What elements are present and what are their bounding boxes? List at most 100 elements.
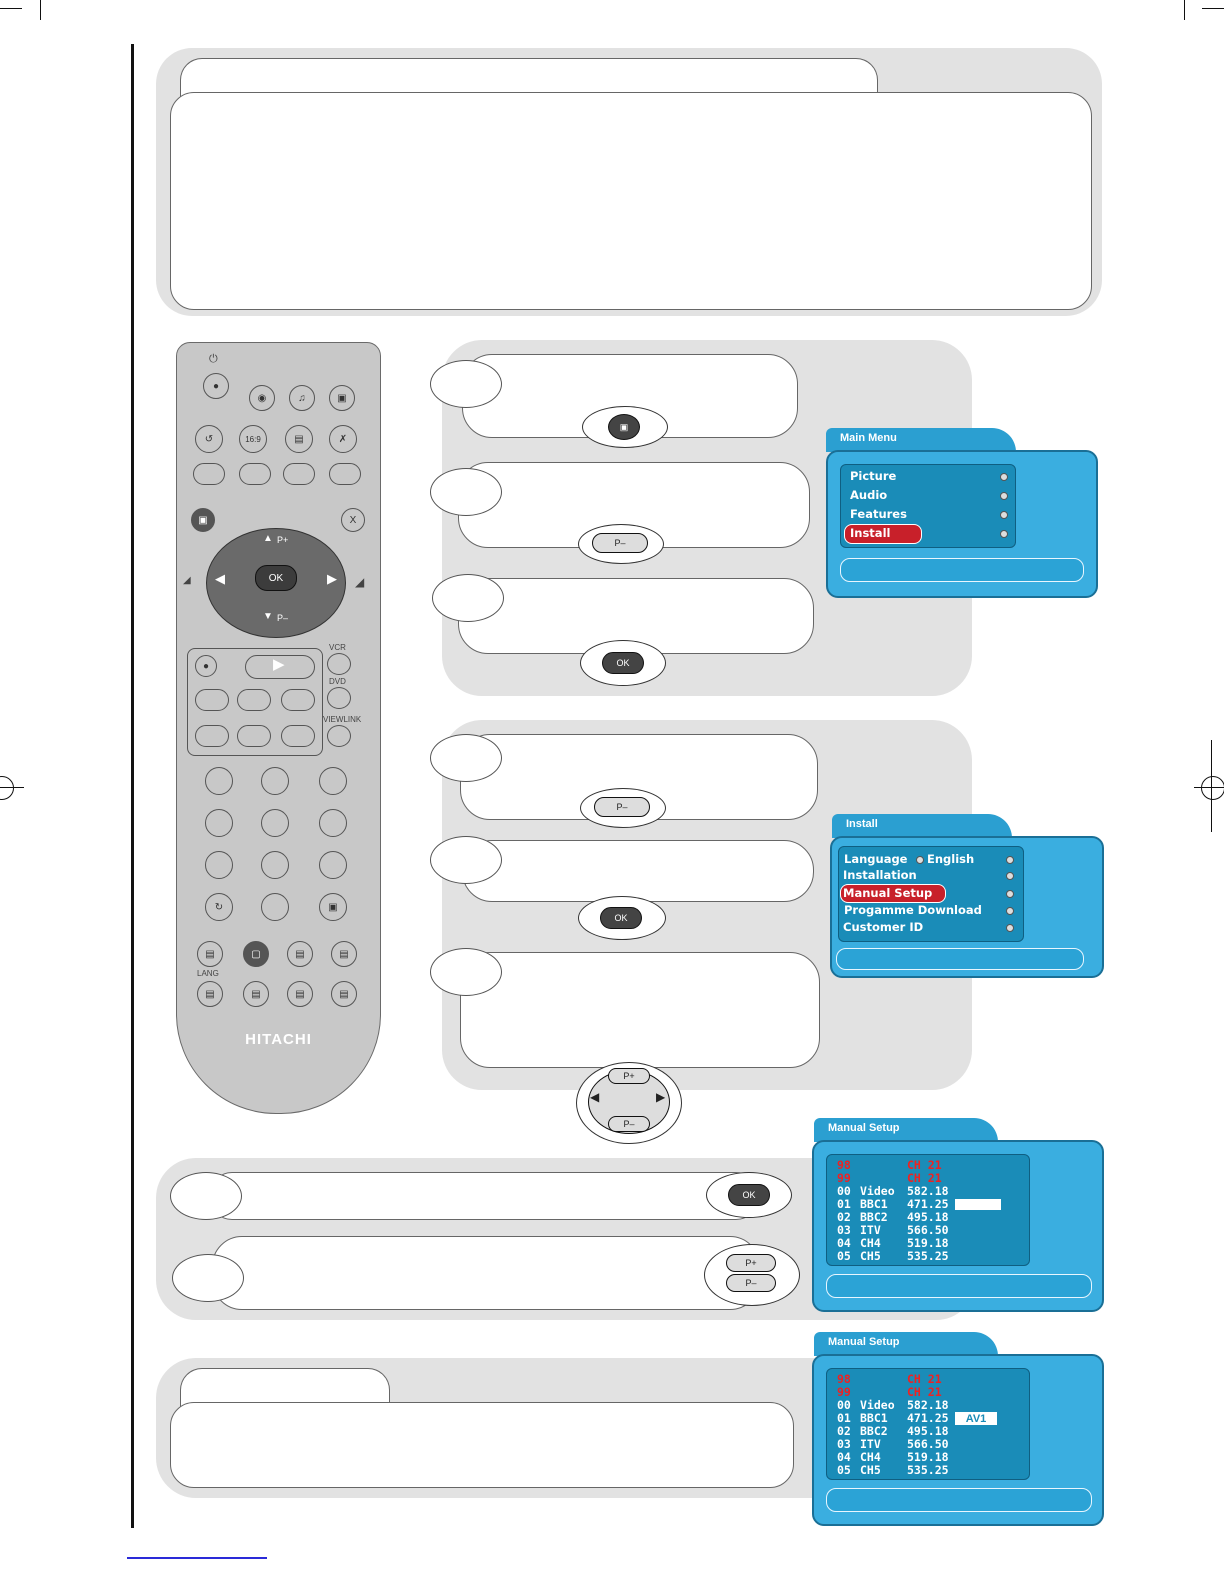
mute-button[interactable]: ✗: [329, 425, 357, 453]
install-item-manual-setup[interactable]: Manual Setup: [843, 886, 933, 900]
guide-button[interactable]: ▤: [285, 425, 313, 453]
channel-num: 03: [837, 1223, 851, 1237]
volume-down-icon: ◢: [183, 575, 191, 586]
number-button[interactable]: [319, 767, 347, 795]
color-button-green[interactable]: [239, 463, 271, 485]
up-key-icon: P+: [726, 1254, 776, 1272]
dvd-mode-button[interactable]: [327, 687, 351, 709]
submenu-arrow-icon: [1006, 924, 1014, 932]
down-key-icon: P–: [726, 1274, 776, 1292]
color-button-blue[interactable]: [329, 463, 361, 485]
book-button[interactable]: ▣: [319, 893, 347, 921]
swap-button[interactable]: ↻: [205, 893, 233, 921]
ok-button[interactable]: OK: [255, 565, 297, 591]
channel-num: 04: [837, 1236, 851, 1250]
channel-name: BBC2: [860, 1424, 888, 1438]
skip-back-button[interactable]: [195, 725, 229, 747]
subtitle-button[interactable]: ▤: [287, 941, 313, 967]
menu-item-features[interactable]: Features: [850, 507, 907, 521]
record-button[interactable]: ●: [195, 655, 217, 677]
right-key-icon: ▶: [656, 1090, 666, 1104]
step-number-circle: [430, 360, 502, 408]
tv-button[interactable]: ▢: [243, 941, 269, 967]
menu-item-install[interactable]: Install: [850, 526, 891, 540]
channel-num: 02: [837, 1210, 851, 1224]
number-button[interactable]: [261, 893, 289, 921]
number-button[interactable]: [261, 809, 289, 837]
manual-setup-title-tab: Manual Setup: [814, 1332, 998, 1356]
step-number-circle: [430, 836, 502, 884]
number-button[interactable]: [205, 767, 233, 795]
index-button[interactable]: ▤: [287, 981, 313, 1007]
number-button[interactable]: [319, 809, 347, 837]
skip-forward-button[interactable]: [281, 725, 315, 747]
channel-freq: 519.18: [907, 1450, 949, 1464]
menu-item-audio[interactable]: Audio: [850, 488, 888, 502]
number-button[interactable]: [319, 851, 347, 879]
input-button[interactable]: ↺: [195, 425, 223, 453]
fast-forward-button[interactable]: [281, 689, 315, 711]
menu-button[interactable]: ▣: [191, 508, 215, 532]
size-button[interactable]: ▤: [331, 981, 357, 1007]
submenu-arrow-icon: [1006, 872, 1014, 880]
channel-freq: 582.18: [907, 1184, 949, 1198]
info-button[interactable]: ▣: [329, 385, 355, 411]
channel-freq: 535.25: [907, 1249, 949, 1263]
exit-button[interactable]: X: [341, 508, 365, 532]
viewlink-mode-button[interactable]: [327, 725, 351, 747]
number-button[interactable]: [205, 851, 233, 879]
color-button-red[interactable]: [193, 463, 225, 485]
channel-freq: CH 21: [907, 1372, 942, 1386]
channel-num: 99: [837, 1385, 851, 1399]
rewind-button[interactable]: [195, 689, 229, 711]
ratio-button[interactable]: 16:9: [239, 425, 267, 453]
step-number-circle: [430, 468, 502, 516]
up-arrow-icon[interactable]: ▲: [263, 533, 273, 544]
left-arrow-icon[interactable]: ◀: [215, 571, 225, 586]
vcr-label: VCR: [329, 643, 346, 652]
text-button[interactable]: ▤: [197, 941, 223, 967]
brand-logo: HITACHI: [245, 1031, 312, 1048]
channel-num: 05: [837, 1249, 851, 1263]
lang-button[interactable]: ▤: [197, 981, 223, 1007]
play-button[interactable]: [245, 655, 315, 679]
lang-label: LANG: [197, 969, 219, 978]
submenu-arrow-icon: [1006, 890, 1014, 898]
channel-name: ITV: [860, 1223, 881, 1237]
pause-button[interactable]: [237, 725, 271, 747]
number-button[interactable]: [205, 809, 233, 837]
install-item-installation[interactable]: Installation: [843, 868, 917, 882]
vcr-mode-button[interactable]: [327, 653, 351, 675]
number-button[interactable]: [261, 851, 289, 879]
install-item-language[interactable]: Language: [844, 852, 908, 866]
remote-control: ⏻ ● ◉ ♫ ▣ ↺ 16:9 ▤ ✗ ▣ X P+ ▲ P– ▼ ◀ ▶ O…: [176, 342, 381, 1114]
step-number-circle: [172, 1254, 244, 1302]
channel-name: CH5: [860, 1249, 881, 1263]
channel-num: 98: [837, 1158, 851, 1172]
picture-mode-button[interactable]: ◉: [249, 385, 275, 411]
number-button[interactable]: [261, 767, 289, 795]
color-button-yellow[interactable]: [283, 463, 315, 485]
ok-key-icon: OK: [600, 907, 642, 929]
right-arrow-icon[interactable]: ▶: [327, 571, 337, 586]
hold-button[interactable]: ▤: [243, 981, 269, 1007]
down-arrow-icon[interactable]: ▼: [263, 611, 273, 622]
sound-button[interactable]: ♫: [289, 385, 315, 411]
install-item-programme-download[interactable]: Progamme Download: [844, 903, 982, 917]
channel-up-label: P+: [277, 535, 289, 545]
install-menu-status-bar: [836, 948, 1084, 970]
stop-button[interactable]: [237, 689, 271, 711]
menu-item-picture[interactable]: Picture: [850, 469, 897, 483]
submenu-arrow-icon: [1000, 530, 1008, 538]
channel-freq: 495.18: [907, 1424, 949, 1438]
power-button[interactable]: ●: [203, 373, 229, 399]
channel-num: 00: [837, 1184, 851, 1198]
channel-freq: 566.50: [907, 1223, 949, 1237]
up-key-icon: P+: [608, 1068, 650, 1084]
note-text-box: [170, 1402, 794, 1488]
channel-freq: 471.25: [907, 1411, 949, 1425]
reveal-button[interactable]: ▤: [331, 941, 357, 967]
install-item-customer-id[interactable]: Customer ID: [843, 920, 924, 934]
submenu-arrow-icon: [1000, 492, 1008, 500]
channel-freq: 535.25: [907, 1463, 949, 1477]
